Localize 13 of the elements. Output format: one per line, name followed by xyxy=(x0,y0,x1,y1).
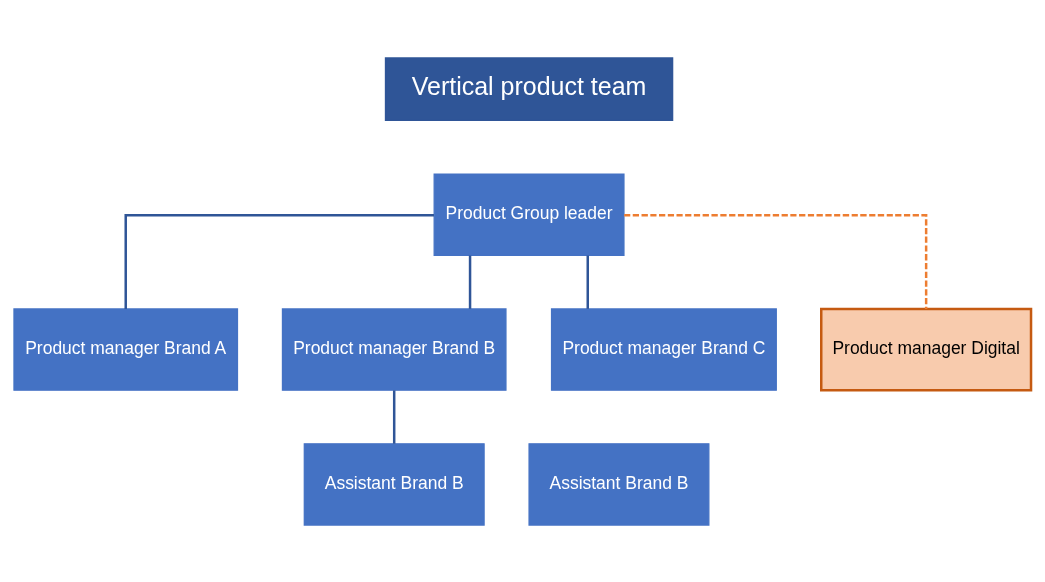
node-box: Vertical product team xyxy=(384,56,674,121)
connector xyxy=(468,255,472,309)
node-box: Product manager Digital xyxy=(820,307,1033,391)
node-box: Product manager Brand A xyxy=(13,307,239,391)
node-box: Assistant Brand B xyxy=(303,442,485,526)
connector xyxy=(624,213,928,309)
node-box: Product manager Brand B xyxy=(281,307,507,391)
connector xyxy=(586,255,589,309)
node-box: Assistant Brand B xyxy=(528,442,710,526)
node-box: Product manager Brand C xyxy=(550,307,777,391)
connector xyxy=(124,213,434,309)
connector xyxy=(392,389,396,444)
node-box: Product Group leader xyxy=(433,173,625,256)
